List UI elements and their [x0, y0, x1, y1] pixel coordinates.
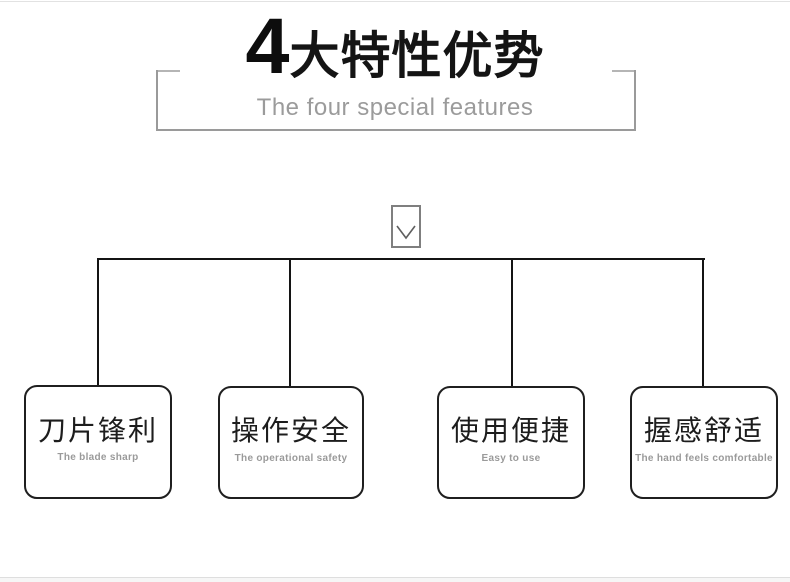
feature-title-cn: 使用便捷 — [450, 415, 571, 447]
title-number: 4 — [245, 1, 290, 90]
feature-subtitle-en: The hand feels comfortable — [635, 452, 773, 464]
feature-title-cn: 操作安全 — [230, 415, 351, 447]
feature-subtitle-en: Easy to use — [481, 452, 541, 464]
feature-subtitle-en: The blade sharp — [57, 452, 139, 464]
feature-box-blade-sharp: 刀片锋利 The blade sharp — [24, 385, 172, 499]
tree-horizontal-line — [97, 258, 705, 260]
feature-title-cn: 刀片锋利 — [37, 414, 158, 446]
tree-drop-line-1 — [97, 258, 99, 386]
title-text: 大特性优势 — [289, 28, 545, 84]
top-divider-line — [0, 1, 790, 2]
bracket-tick-left — [158, 70, 180, 72]
chevron-down-icon — [391, 205, 421, 248]
feature-title-cn: 握感舒适 — [643, 415, 764, 447]
feature-box-operational-safety: 操作安全 The operational safety — [218, 386, 364, 499]
bottom-divider-line — [0, 577, 790, 582]
tree-drop-line-3 — [511, 258, 513, 387]
feature-box-easy-to-use: 使用便捷 Easy to use — [437, 386, 585, 499]
tree-drop-line-2 — [289, 258, 291, 387]
feature-box-comfortable-grip: 握感舒适 The hand feels comfortable — [630, 386, 778, 499]
feature-subtitle-en: The operational safety — [234, 452, 348, 464]
title-bracket-frame — [156, 70, 636, 131]
bracket-tick-right — [612, 70, 634, 72]
tree-drop-line-4 — [702, 258, 704, 387]
page-subtitle: The four special features — [256, 94, 534, 121]
